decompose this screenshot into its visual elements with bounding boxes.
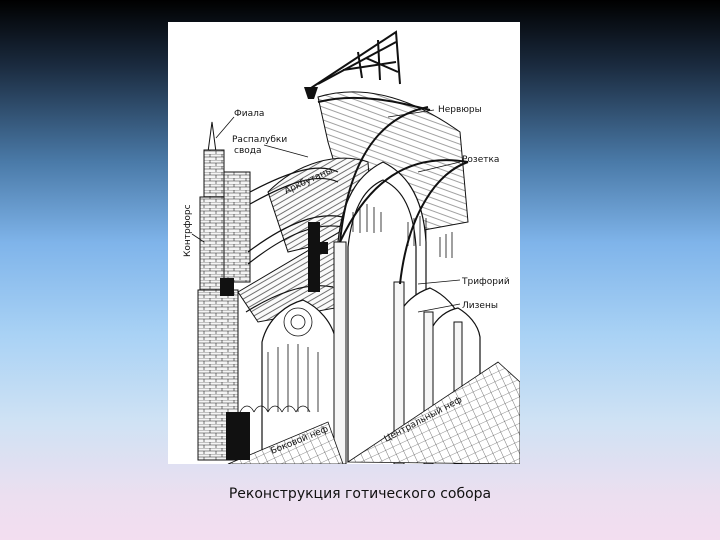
triforium [283, 204, 453, 337]
flying-buttresses [245, 167, 344, 313]
label-fiala: Фиала [234, 109, 264, 119]
roof-truss [307, 30, 401, 91]
label-lizeny: Лизены [462, 301, 498, 311]
label-svoda: свода [234, 146, 262, 156]
label-raspalubki: Распалубки [232, 135, 287, 145]
section-cuts [220, 87, 328, 460]
cathedral-illustration: Фиала Распалубки свода Аркбутаны Контрфо… [168, 22, 520, 464]
leader-lines [191, 109, 461, 313]
vault-ribs [317, 96, 469, 285]
nave-floor [227, 361, 520, 464]
buttress-tower [197, 121, 251, 461]
label-triforiy: Трифорий [461, 277, 510, 287]
label-kontrfors: Контрфорс [183, 204, 193, 257]
aisle-arcade [239, 344, 319, 413]
label-rozetka: Розетка [462, 155, 499, 165]
cathedral-drawing: Фиала Распалубки свода Аркбутаны Контрфо… [183, 30, 520, 464]
slide-caption: Реконструкция готического собора [228, 486, 492, 502]
label-nervyury: Нервюры [438, 105, 482, 115]
